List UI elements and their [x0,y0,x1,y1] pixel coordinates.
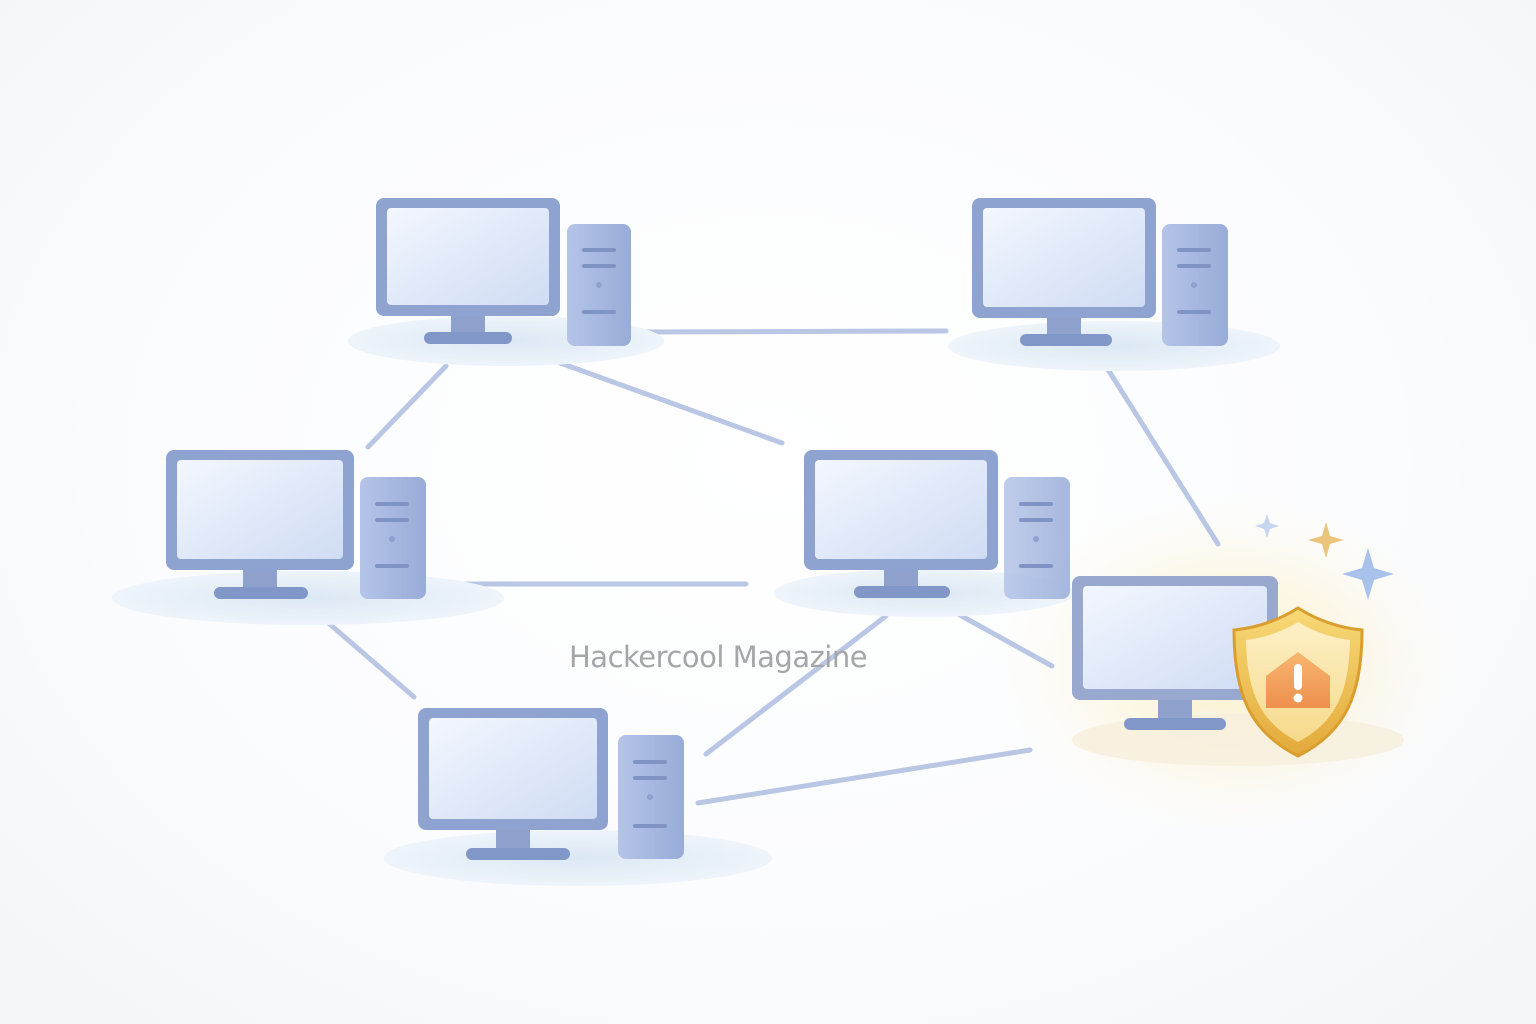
watermark-text: Hackercool Magazine [569,640,868,674]
monitor-icon [376,198,560,344]
node-platform [1072,714,1404,766]
warning-icon [1266,652,1330,708]
computer-middle-left[interactable] [112,450,504,625]
computer-top-left[interactable] [348,198,664,366]
monitor-icon [1072,576,1278,730]
sparkle-icon [1308,522,1344,558]
network-link [365,363,449,450]
network-link [955,611,1055,669]
node-platform [112,571,504,625]
network-link [695,747,1033,806]
tower-icon [360,477,426,599]
monitor-icon [804,450,998,598]
computer-bottom[interactable] [384,708,772,886]
network-link [703,613,889,757]
monitor-icon [418,708,608,860]
monitor-icon [166,450,354,599]
sparkle-icon [1255,514,1279,538]
monitor-icon [972,198,1156,346]
network-link [549,357,785,446]
node-platform [948,321,1280,371]
tower-icon [567,224,631,346]
tower-icon [618,735,684,859]
computer-top-right[interactable] [948,198,1280,371]
node-platform [384,830,772,886]
tower-icon [1004,477,1070,599]
shield-icon [1232,606,1364,758]
network-link [625,328,949,335]
tower-icon [1162,224,1228,346]
computer-protected[interactable] [1072,576,1404,766]
network-links [315,328,1221,806]
sparkle-icon [1342,548,1394,600]
computer-center[interactable] [774,450,1074,617]
network-link [315,611,417,700]
network-link [1099,357,1221,547]
